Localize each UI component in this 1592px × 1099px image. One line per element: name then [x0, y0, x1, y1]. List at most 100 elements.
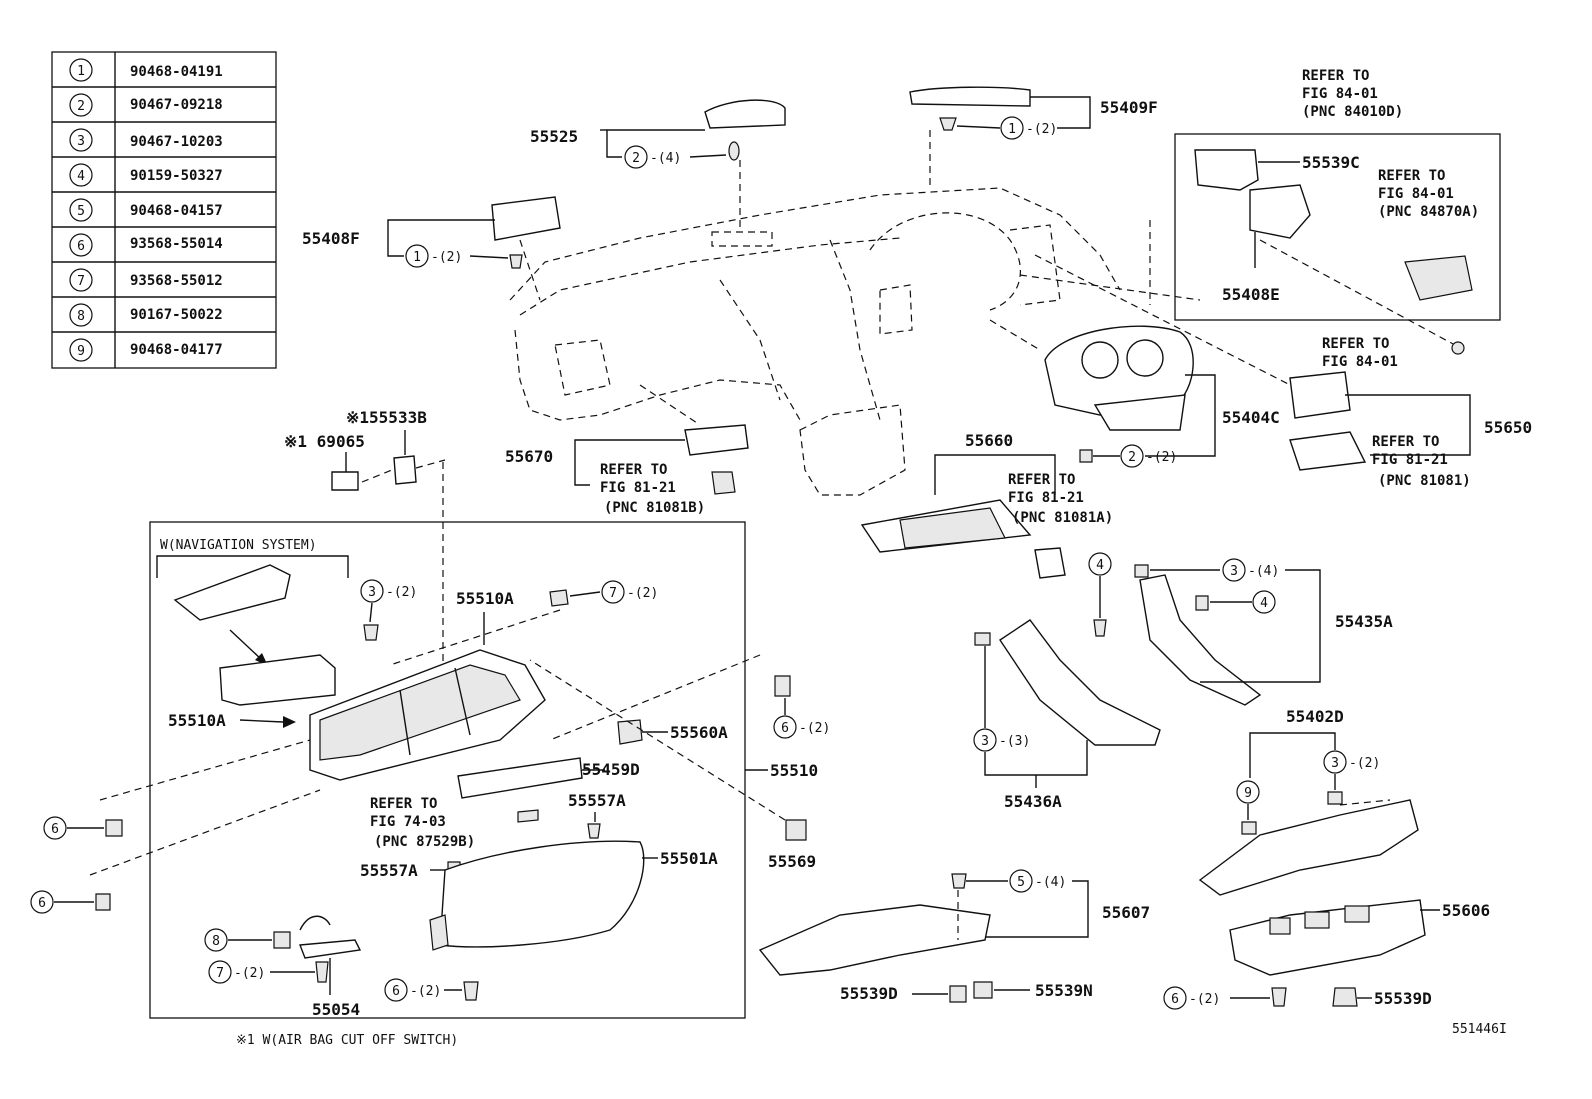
label-55539D-right: 55539D — [1374, 989, 1432, 1008]
table-row: 3 90467-10203 — [69, 128, 223, 152]
table-num: 5 — [77, 204, 85, 219]
ref-text: REFER TO — [1008, 472, 1075, 488]
part-55435A-group: 3 -(4) 55435A 4 — [1134, 558, 1393, 706]
part-55607-group: 5 -(4) 55607 55539D 55539N — [758, 869, 1150, 1003]
part-55408F-group: 55408F 1 -(2) — [302, 196, 561, 269]
ref-text: (PNC 81081) — [1378, 473, 1471, 489]
label-55510A-left: 55510A — [168, 711, 226, 730]
callout-num: 7 — [609, 586, 617, 601]
ref-text: (PNC 81081B) — [604, 500, 705, 516]
part-55402D-group: 55402D 3 -(2) 9 — [1198, 707, 1419, 896]
ref-text: (PNC 81081A) — [1012, 510, 1113, 526]
ref-text: FIG 84-01 — [1322, 354, 1398, 370]
ref-text: REFER TO — [1372, 434, 1439, 450]
table-row: 1 90468-04191 — [69, 58, 223, 82]
label-55409F: 55409F — [1100, 98, 1158, 117]
ref-text: REFER TO — [1302, 68, 1369, 84]
label-55539D-left: 55539D — [840, 984, 898, 1003]
label-55501A: 55501A — [660, 849, 718, 868]
table-part: 93568-55012 — [130, 273, 223, 289]
callout-num: 7 — [216, 966, 224, 981]
label-55408E: 55408E — [1222, 285, 1280, 304]
callout-num: 2 — [1128, 450, 1136, 465]
qty-54: -(4) — [1035, 875, 1066, 890]
qty-6b: -(2) — [799, 721, 830, 736]
label-55557A-left: 55557A — [360, 861, 418, 880]
table-row: 5 90468-04157 — [69, 198, 223, 222]
callout-num: 4 — [1096, 558, 1104, 573]
table-num: 6 — [77, 239, 85, 254]
table-num: 2 — [77, 99, 85, 114]
callout-num: 1 — [1008, 122, 1016, 137]
ref-text: REFER TO — [1378, 168, 1445, 184]
callout-num: 6 — [781, 721, 789, 736]
figure-id: 551446I — [1452, 1022, 1507, 1037]
table-row: 4 90159-50327 — [69, 163, 223, 187]
table-num: 4 — [77, 169, 85, 184]
ref-text: (PNC 84870A) — [1378, 204, 1479, 220]
part-55660-group: 55660 REFER TO FIG 81-21 (PNC 81081A) — [860, 431, 1113, 579]
table-row: 2 90467-09218 — [69, 93, 223, 117]
table-part: 90468-04157 — [130, 203, 223, 219]
table-num: 9 — [77, 344, 85, 359]
part-55436A-group: 4 3 -(3) 55436A — [973, 552, 1161, 811]
label-55606: 55606 — [1442, 901, 1490, 920]
qty-3a: -(2) — [386, 585, 417, 600]
callout-num: 6 — [51, 822, 59, 837]
callout-num: 3 — [368, 585, 376, 600]
ref-text: FIG 74-03 — [370, 814, 446, 830]
label-55539C: 55539C — [1302, 153, 1360, 172]
qty-6a: -(2) — [410, 984, 441, 999]
label-55404C: 55404C — [1222, 408, 1280, 427]
callout-num: 2 — [632, 151, 640, 166]
label-55560A: 55560A — [670, 723, 728, 742]
part-55650-group: REFER TO FIG 84-01 55650 REFER TO FIG 81… — [1289, 336, 1532, 489]
glove-box-external-fasteners: 55510 6 -(2) 55569 6 6 ※1 W(AIR BAG CUT … — [30, 654, 830, 1048]
callout-num: 5 — [1017, 875, 1025, 890]
label-55525: 55525 — [530, 127, 578, 146]
callout-num: 6 — [38, 896, 46, 911]
label-55660: 55660 — [965, 431, 1013, 450]
table-part: 90468-04177 — [130, 342, 223, 358]
callout-num: 6 — [392, 984, 400, 999]
callout-num: 9 — [1244, 786, 1252, 801]
label-55650: 55650 — [1484, 418, 1532, 437]
refer-84010D-box: REFER TO FIG 84-01 (PNC 84010D) 55539C R… — [1174, 68, 1501, 355]
ref-text: REFER TO — [600, 462, 667, 478]
label-69065: ※1 69065 — [284, 432, 365, 451]
label-55557A-right: 55557A — [568, 791, 626, 810]
label-55436A: 55436A — [1004, 792, 1062, 811]
ref-text: (PNC 84010D) — [1302, 104, 1403, 120]
qty-55408F: -(2) — [431, 250, 462, 265]
glove-box-frame: W(NAVIGATION SYSTEM) 55510A 3 -(2) 55510… — [149, 521, 746, 1019]
label-55408F: 55408F — [302, 229, 360, 248]
qty-34: -(4) — [1248, 564, 1279, 579]
callout-num: 3 — [981, 734, 989, 749]
table-part: 90159-50327 — [130, 168, 223, 184]
qty-7b: -(2) — [234, 966, 265, 981]
instrument-panel-drawing — [509, 130, 1301, 496]
label-55569: 55569 — [768, 852, 816, 871]
qty-6c: -(2) — [1189, 992, 1220, 1007]
label-55402D: 55402D — [1286, 707, 1344, 726]
ref-text: FIG 81-21 — [1372, 452, 1448, 468]
ref-text: REFER TO — [370, 796, 437, 812]
qty-55409F: -(2) — [1026, 122, 1057, 137]
ref-text: REFER TO — [1322, 336, 1389, 352]
table-part: 90467-09218 — [130, 97, 223, 113]
part-55409F-group: 55409F 1 -(2) — [909, 86, 1158, 140]
label-55459D: 55459D — [582, 760, 640, 779]
table-num: 3 — [77, 134, 85, 149]
label-55435A: 55435A — [1335, 612, 1393, 631]
callout-num: 3 — [1230, 564, 1238, 579]
callout-num: 8 — [212, 934, 220, 949]
label-55510A-top: 55510A — [456, 589, 514, 608]
table-row: 8 90167-50022 — [69, 303, 223, 327]
table-part: 93568-55014 — [130, 236, 223, 252]
table-row: 6 93568-55014 — [69, 233, 223, 257]
table-part: 90167-50022 — [130, 307, 223, 323]
ref-text: (PNC 87529B) — [374, 834, 475, 850]
table-num: 7 — [77, 274, 85, 289]
table-num: 1 — [77, 64, 85, 79]
footnote: ※1 W(AIR BAG CUT OFF SWITCH) — [236, 1033, 458, 1048]
